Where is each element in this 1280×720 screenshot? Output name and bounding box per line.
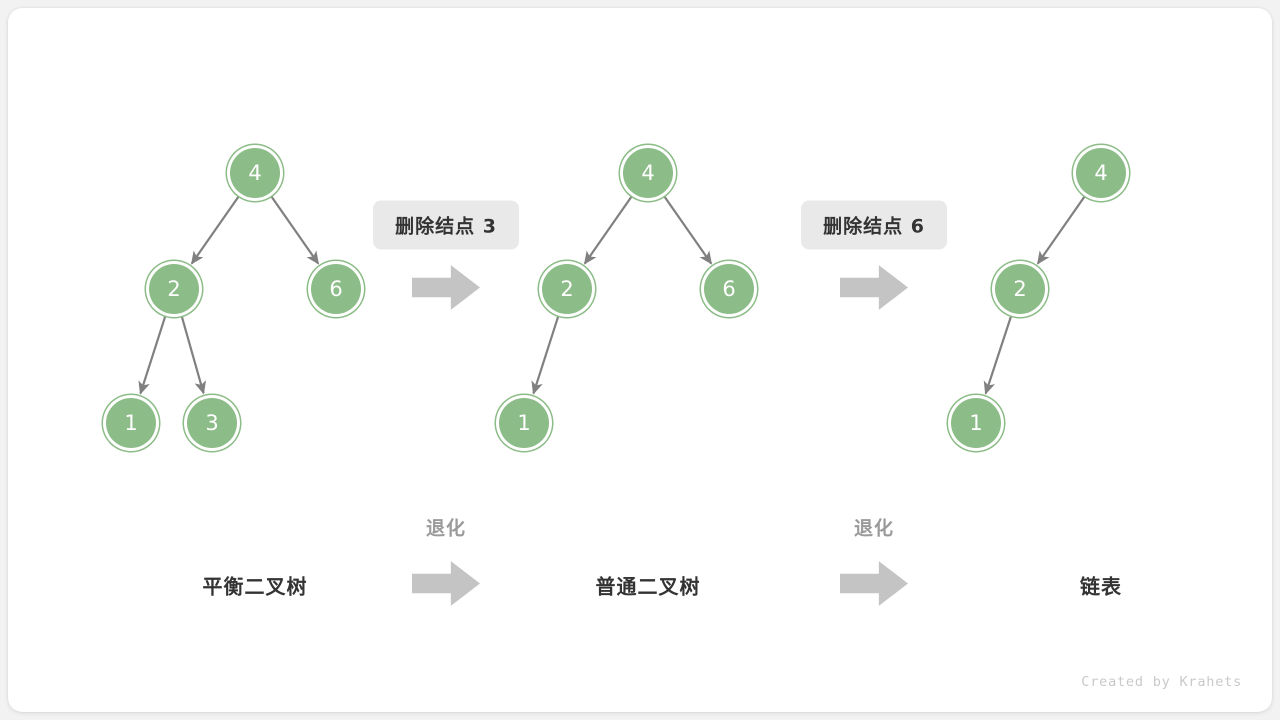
top-arrow-1 <box>412 263 480 317</box>
tree-edge <box>190 194 241 265</box>
tree-node: 4 <box>230 148 280 198</box>
tree-edge <box>983 314 1013 395</box>
tree-node: 2 <box>542 264 592 314</box>
tree-edge <box>1036 194 1087 265</box>
tree-edge <box>531 314 560 395</box>
tree-node: 6 <box>704 264 754 314</box>
arrow-right-icon <box>412 265 480 310</box>
tree-node: 2 <box>149 264 199 314</box>
sublabel-degrade-1: 退化 <box>425 517 467 540</box>
tree-edge <box>269 194 320 265</box>
delete-node-3-badge: 删除结点 3 <box>373 200 519 250</box>
tree-edge <box>662 194 713 265</box>
tree-node: 1 <box>499 398 549 448</box>
tree-node: 4 <box>623 148 673 198</box>
tree-node: 3 <box>187 398 237 448</box>
tree-node: 1 <box>951 398 1001 448</box>
bottom-arrow-1 <box>412 559 480 613</box>
caption-ordinary: 普通二叉树 <box>595 574 701 599</box>
arrow-right-icon <box>840 561 908 606</box>
tree-edge <box>180 314 207 395</box>
arrow-right-icon <box>412 561 480 606</box>
caption-balanced: 平衡二叉树 <box>202 574 308 599</box>
tree-edge-layer <box>138 194 1087 395</box>
arrow-right-icon <box>840 265 908 310</box>
delete-node-6-badge: 删除结点 6 <box>801 200 947 250</box>
caption-linkedlist: 链表 <box>1080 574 1122 599</box>
tree-edge <box>138 314 167 395</box>
tree-node: 4 <box>1076 148 1126 198</box>
bottom-arrow-2 <box>840 559 908 613</box>
tree-node: 1 <box>106 398 156 448</box>
watermark: Created by Krahets <box>1081 674 1242 690</box>
tree-node: 6 <box>311 264 361 314</box>
tree-node: 2 <box>995 264 1045 314</box>
sublabel-degrade-2: 退化 <box>853 517 895 540</box>
tree-edge <box>583 194 634 265</box>
top-arrow-2 <box>840 263 908 317</box>
